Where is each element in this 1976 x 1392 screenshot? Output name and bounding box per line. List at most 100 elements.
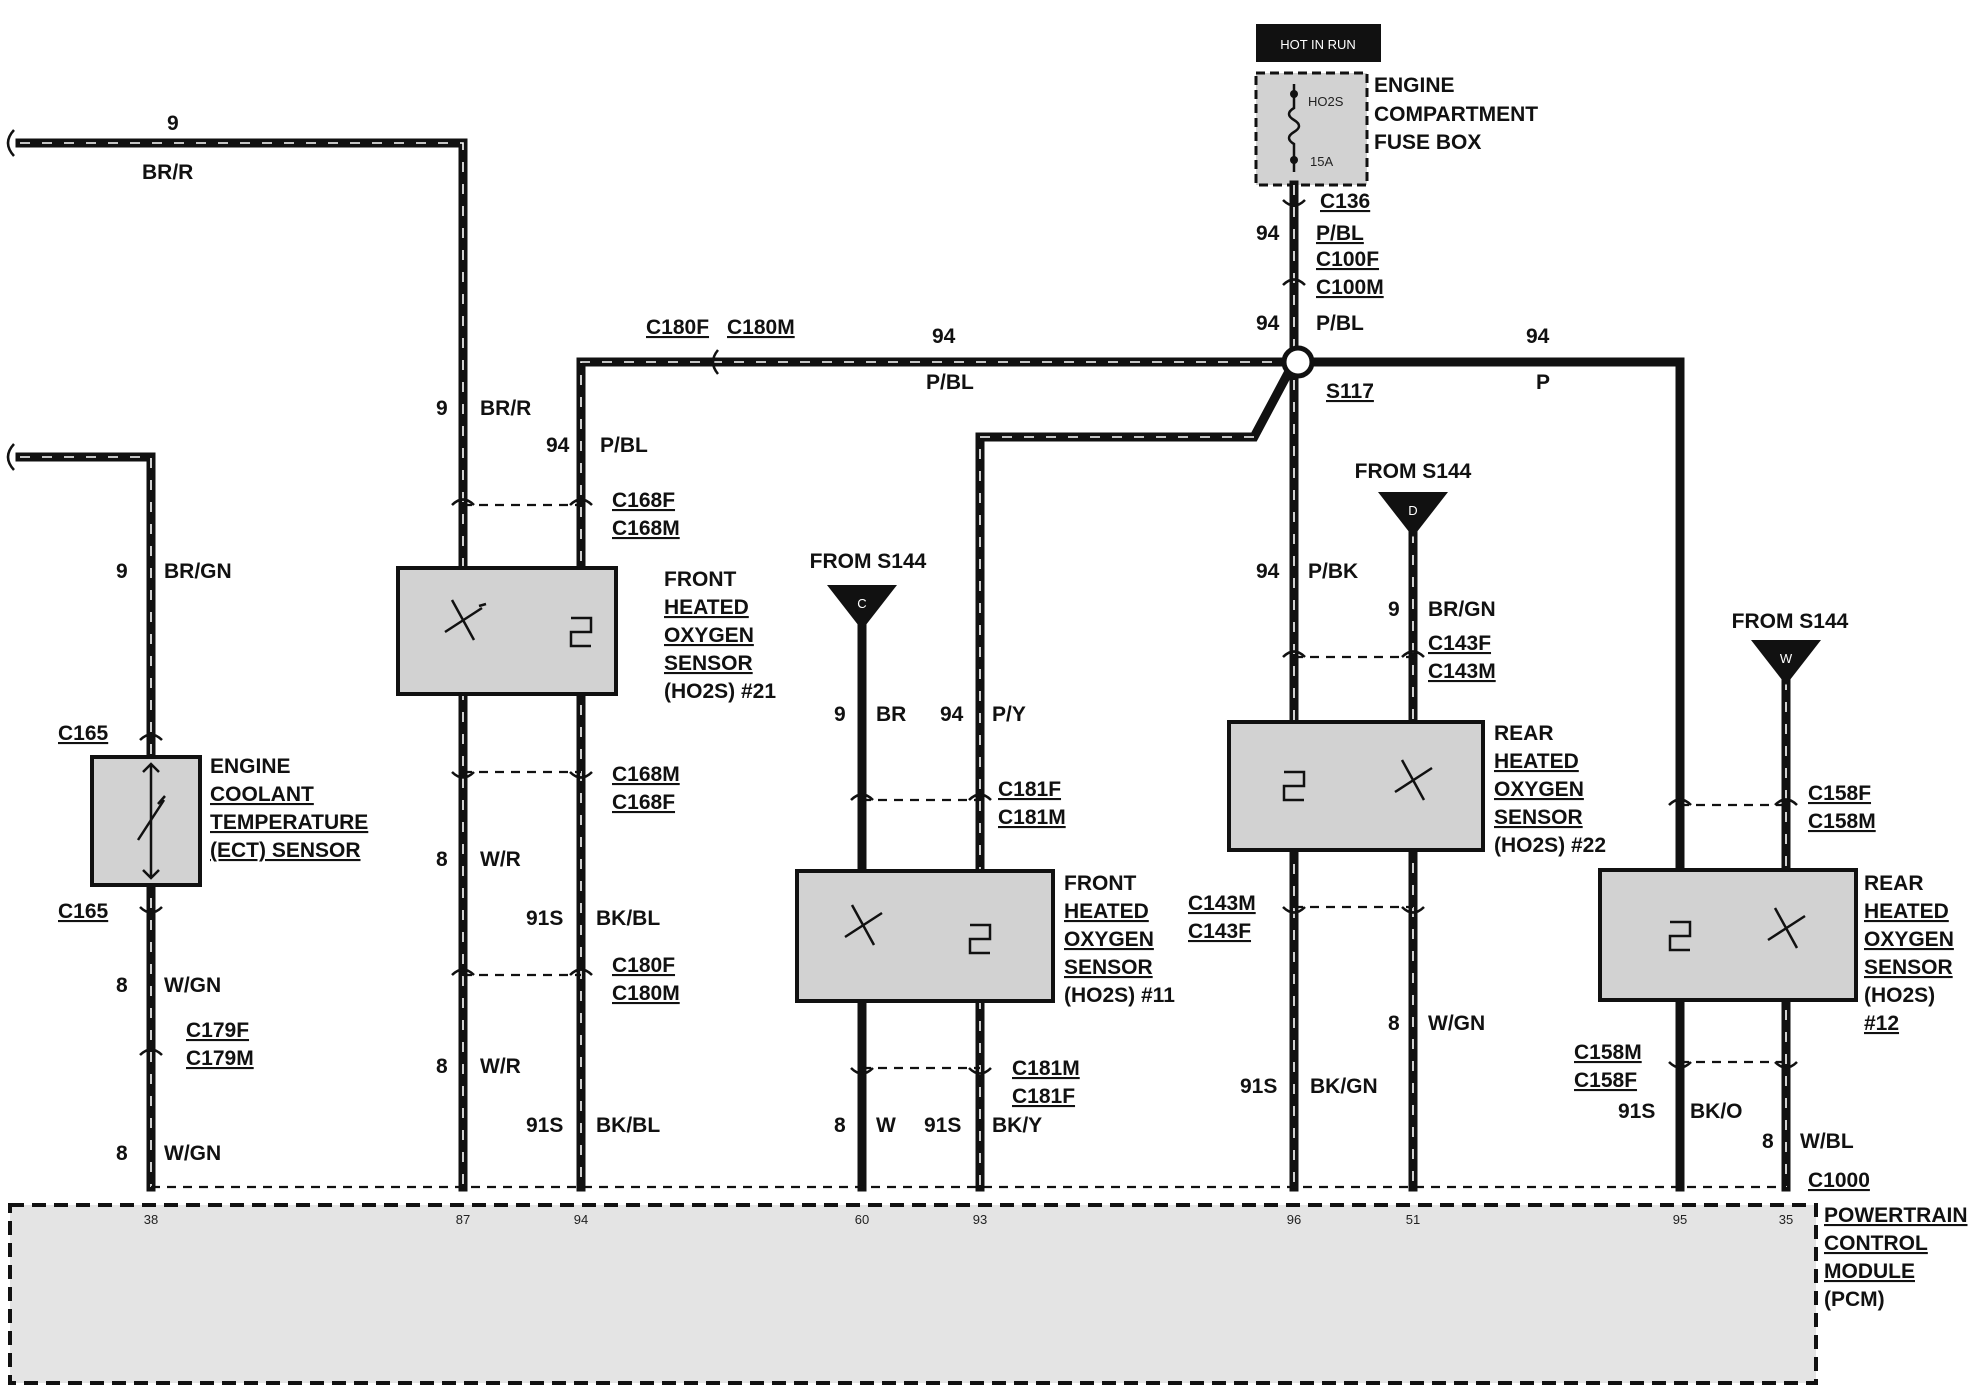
splice-s144-w: W FROM S144	[1732, 610, 1849, 685]
svg-text:BK/BL: BK/BL	[596, 907, 660, 930]
svg-text:9: 9	[436, 397, 448, 420]
svg-text:#12: #12	[1864, 1012, 1899, 1035]
svg-text:91S: 91S	[526, 1114, 563, 1137]
c100m-label: C100M	[1316, 276, 1384, 299]
svg-text:8: 8	[436, 1055, 448, 1078]
c180m-label: C180M	[612, 982, 680, 1005]
svg-text:OXYGEN: OXYGEN	[664, 624, 754, 647]
svg-text:P/BL: P/BL	[926, 371, 974, 394]
fuse-box-label-2: COMPARTMENT	[1374, 103, 1538, 126]
c165-top-label: C165	[58, 722, 109, 745]
svg-text:BR: BR	[876, 703, 906, 726]
svg-text:W: W	[1780, 651, 1793, 666]
thermistor-icon	[444, 599, 487, 641]
c1000-label: C1000	[1808, 1169, 1870, 1192]
splice-s117	[1281, 345, 1315, 379]
svg-text:W/R: W/R	[480, 848, 521, 871]
from-s144-d-label: FROM S144	[1355, 460, 1472, 483]
pcm-pin: 95	[1673, 1212, 1687, 1227]
svg-text:OXYGEN: OXYGEN	[1064, 928, 1154, 951]
svg-text:W/R: W/R	[480, 1055, 521, 1078]
svg-text:91S: 91S	[526, 907, 563, 930]
svg-text:(HO2S) #22: (HO2S) #22	[1494, 834, 1606, 857]
pcm-pin: 93	[973, 1212, 987, 1227]
svg-text:BK/BL: BK/BL	[596, 1114, 660, 1137]
c143f-label: C143F	[1428, 632, 1491, 655]
svg-text:8: 8	[116, 974, 128, 997]
wire-break-icon	[6, 129, 15, 157]
svg-text:94: 94	[940, 703, 964, 726]
svg-text:BK/GN: BK/GN	[1310, 1075, 1378, 1098]
svg-text:BR/R: BR/R	[142, 161, 193, 184]
splice-s144-d: D FROM S144	[1355, 460, 1472, 537]
svg-text:BR/GN: BR/GN	[164, 560, 232, 583]
svg-text:9: 9	[834, 703, 846, 726]
svg-text:94: 94	[1256, 560, 1280, 583]
wires	[15, 138, 1791, 1192]
c181f-label: C181F	[998, 778, 1061, 801]
fuse-box-label-1: ENGINE	[1374, 74, 1455, 97]
svg-text:94: 94	[932, 325, 956, 348]
rear-ho2s-22	[1227, 720, 1485, 852]
hot-in-run-label: HOT IN RUN	[1280, 37, 1356, 52]
c158f-lower-label: C158F	[1574, 1069, 1637, 1092]
thermistor-icon	[844, 904, 883, 946]
svg-text:BR/GN: BR/GN	[1428, 598, 1496, 621]
heater-icon	[1282, 770, 1306, 802]
svg-text:8: 8	[116, 1142, 128, 1165]
svg-text:SENSOR: SENSOR	[664, 652, 753, 675]
svg-text:(HO2S): (HO2S)	[1864, 984, 1935, 1007]
svg-text:P/BL: P/BL	[1316, 312, 1364, 335]
c179m-label: C179M	[186, 1047, 254, 1070]
c158m-label: C158M	[1808, 810, 1876, 833]
svg-text:9: 9	[1388, 598, 1400, 621]
wire-break-icon	[6, 443, 15, 471]
c136-label: C136	[1320, 190, 1370, 213]
svg-text:8: 8	[1762, 1130, 1774, 1153]
svg-text:91S: 91S	[924, 1114, 961, 1137]
c179f-label: C179F	[186, 1019, 249, 1042]
c168m-lower-label: C168M	[612, 763, 680, 786]
connector-links	[151, 503, 1786, 1189]
c181f-lower-label: C181F	[1012, 1085, 1075, 1108]
c165-bottom-label: C165	[58, 900, 109, 923]
pcm-box	[8, 1203, 1818, 1385]
pcm-label-4: (PCM)	[1824, 1288, 1885, 1311]
svg-text:TEMPERATURE: TEMPERATURE	[210, 811, 368, 834]
pcm-pin: 96	[1287, 1212, 1301, 1227]
svg-text:P/BL: P/BL	[1316, 222, 1364, 245]
pcm-pin: 51	[1406, 1212, 1420, 1227]
svg-text:94: 94	[1526, 325, 1550, 348]
svg-text:P/Y: P/Y	[992, 703, 1026, 726]
fuse-name: HO2S	[1308, 94, 1344, 109]
svg-text:HEATED: HEATED	[1494, 750, 1579, 773]
fuse-box-label-3: FUSE BOX	[1374, 131, 1481, 154]
c168f-label: C168F	[612, 489, 675, 512]
front-ho2s-11	[795, 869, 1055, 1003]
svg-text:BR/R: BR/R	[480, 397, 531, 420]
c180f-top-label: C180F	[646, 316, 709, 339]
svg-text:BK/O: BK/O	[1690, 1100, 1743, 1123]
c181m-label: C181M	[998, 806, 1066, 829]
svg-text:P: P	[1536, 371, 1550, 394]
pcm-label-2: CONTROL	[1824, 1232, 1928, 1255]
c181m-lower-label: C181M	[1012, 1057, 1080, 1080]
svg-text:8: 8	[834, 1114, 846, 1137]
svg-text:8: 8	[1388, 1012, 1400, 1035]
svg-text:W: W	[876, 1114, 896, 1137]
hot-in-run-badge	[1256, 24, 1381, 62]
front-ho2s-21	[396, 566, 618, 696]
svg-text:94: 94	[1256, 222, 1280, 245]
thermistor-icon	[1394, 759, 1433, 801]
pcm-label-3: MODULE	[1824, 1260, 1915, 1283]
svg-text:FRONT: FRONT	[1064, 872, 1136, 895]
ect-sensor	[90, 755, 202, 887]
fuse-icon	[1287, 84, 1301, 172]
svg-text:HEATED: HEATED	[1864, 900, 1949, 923]
svg-text:W/BL: W/BL	[1800, 1130, 1854, 1153]
heater-icon	[1668, 920, 1692, 952]
c143m-lower-label: C143M	[1188, 892, 1256, 915]
c158f-label: C158F	[1808, 782, 1871, 805]
c168m-label: C168M	[612, 517, 680, 540]
